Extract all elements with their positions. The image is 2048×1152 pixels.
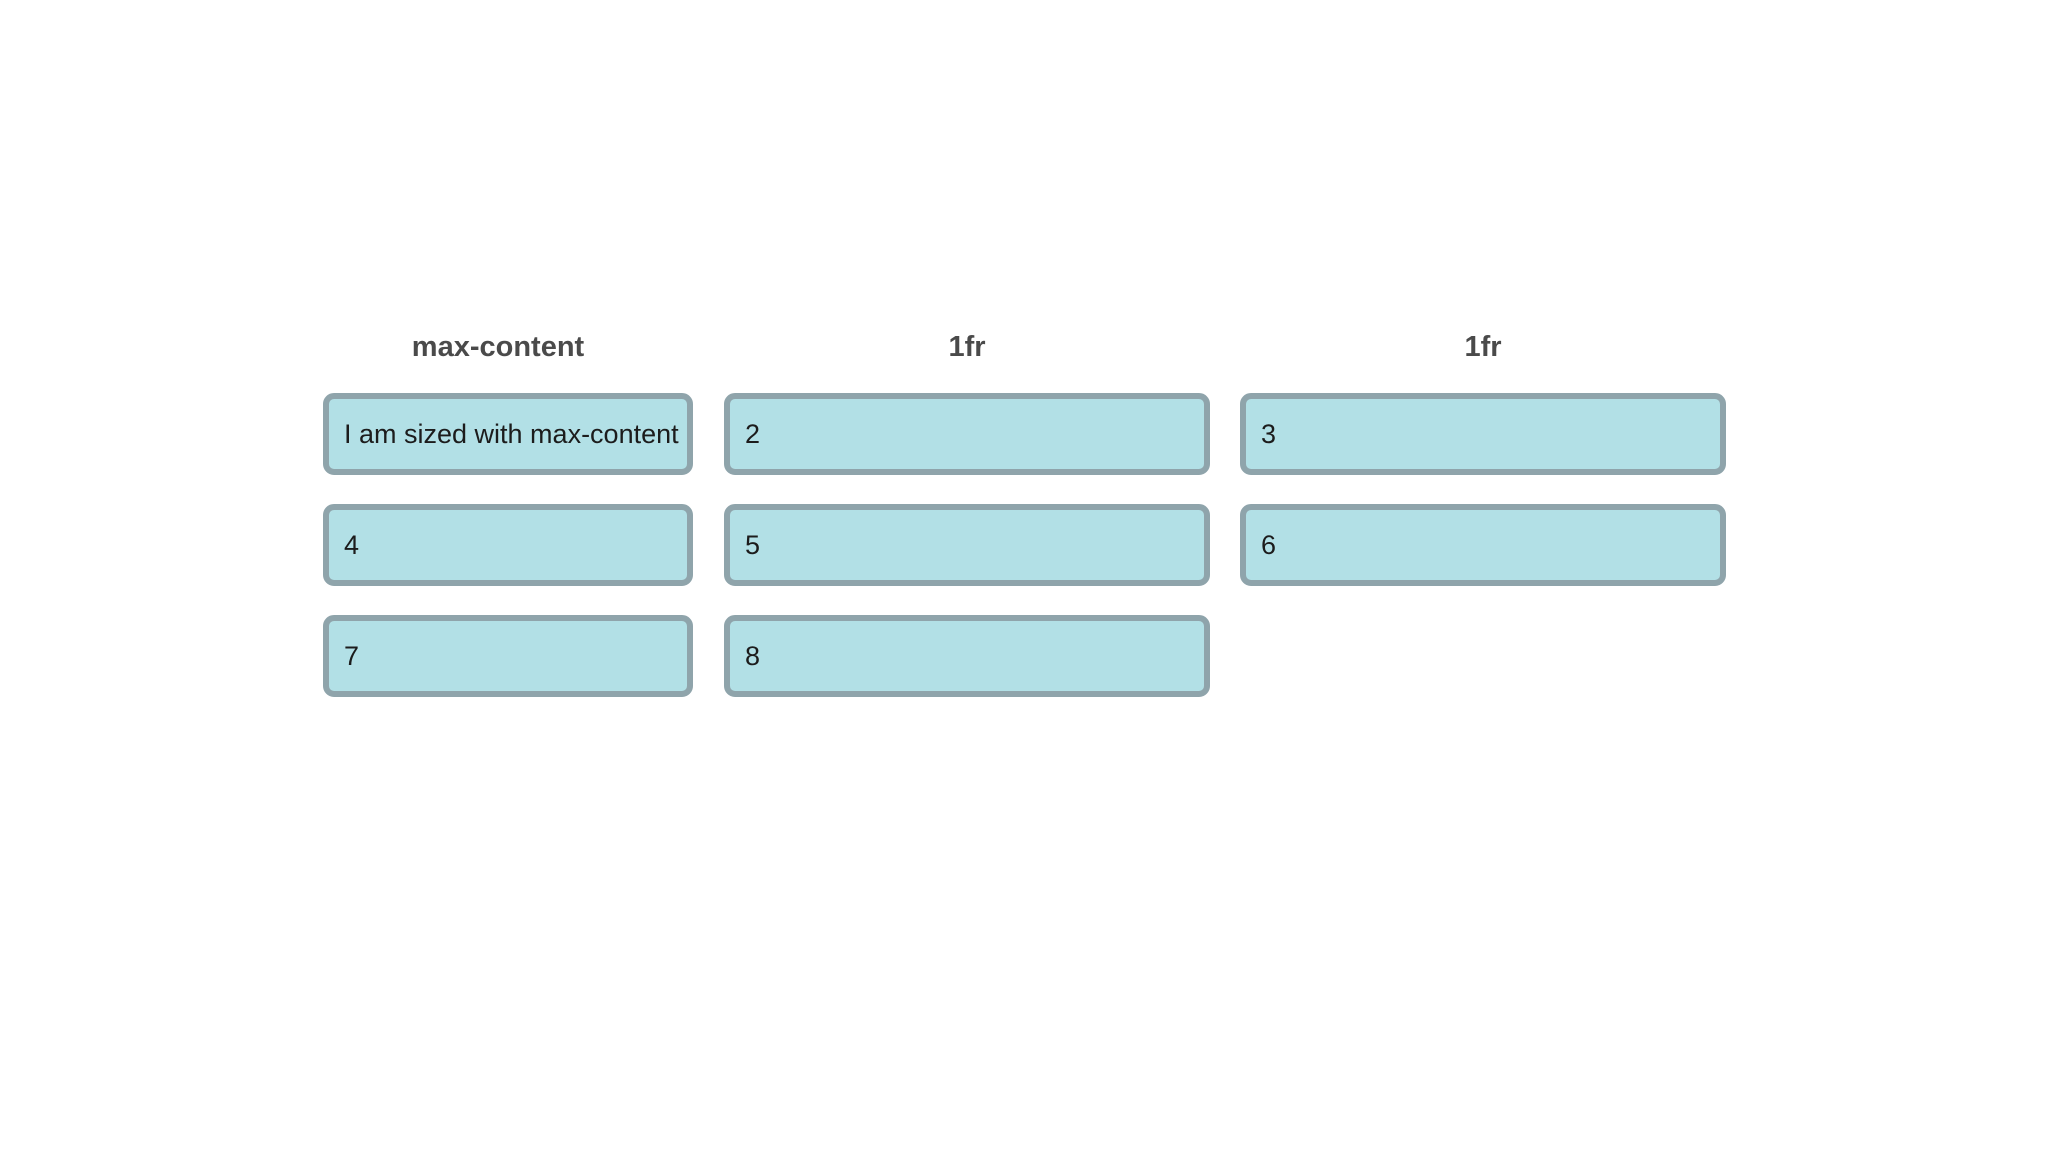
grid-item-1: I am sized with max-content [323,393,693,475]
grid-item-2: 2 [724,393,1210,475]
column-header-1fr-second: 1fr [1464,331,1502,363]
grid-item-6: 6 [1240,504,1726,586]
column-header-1fr-first: 1fr [948,331,986,363]
grid-item-7: 7 [323,615,693,697]
grid-item-4: 4 [323,504,693,586]
column-header-max-content: max-content [411,331,585,363]
grid-item-5: 5 [724,504,1210,586]
grid-item-8: 8 [724,615,1210,697]
grid-item-3: 3 [1240,393,1726,475]
